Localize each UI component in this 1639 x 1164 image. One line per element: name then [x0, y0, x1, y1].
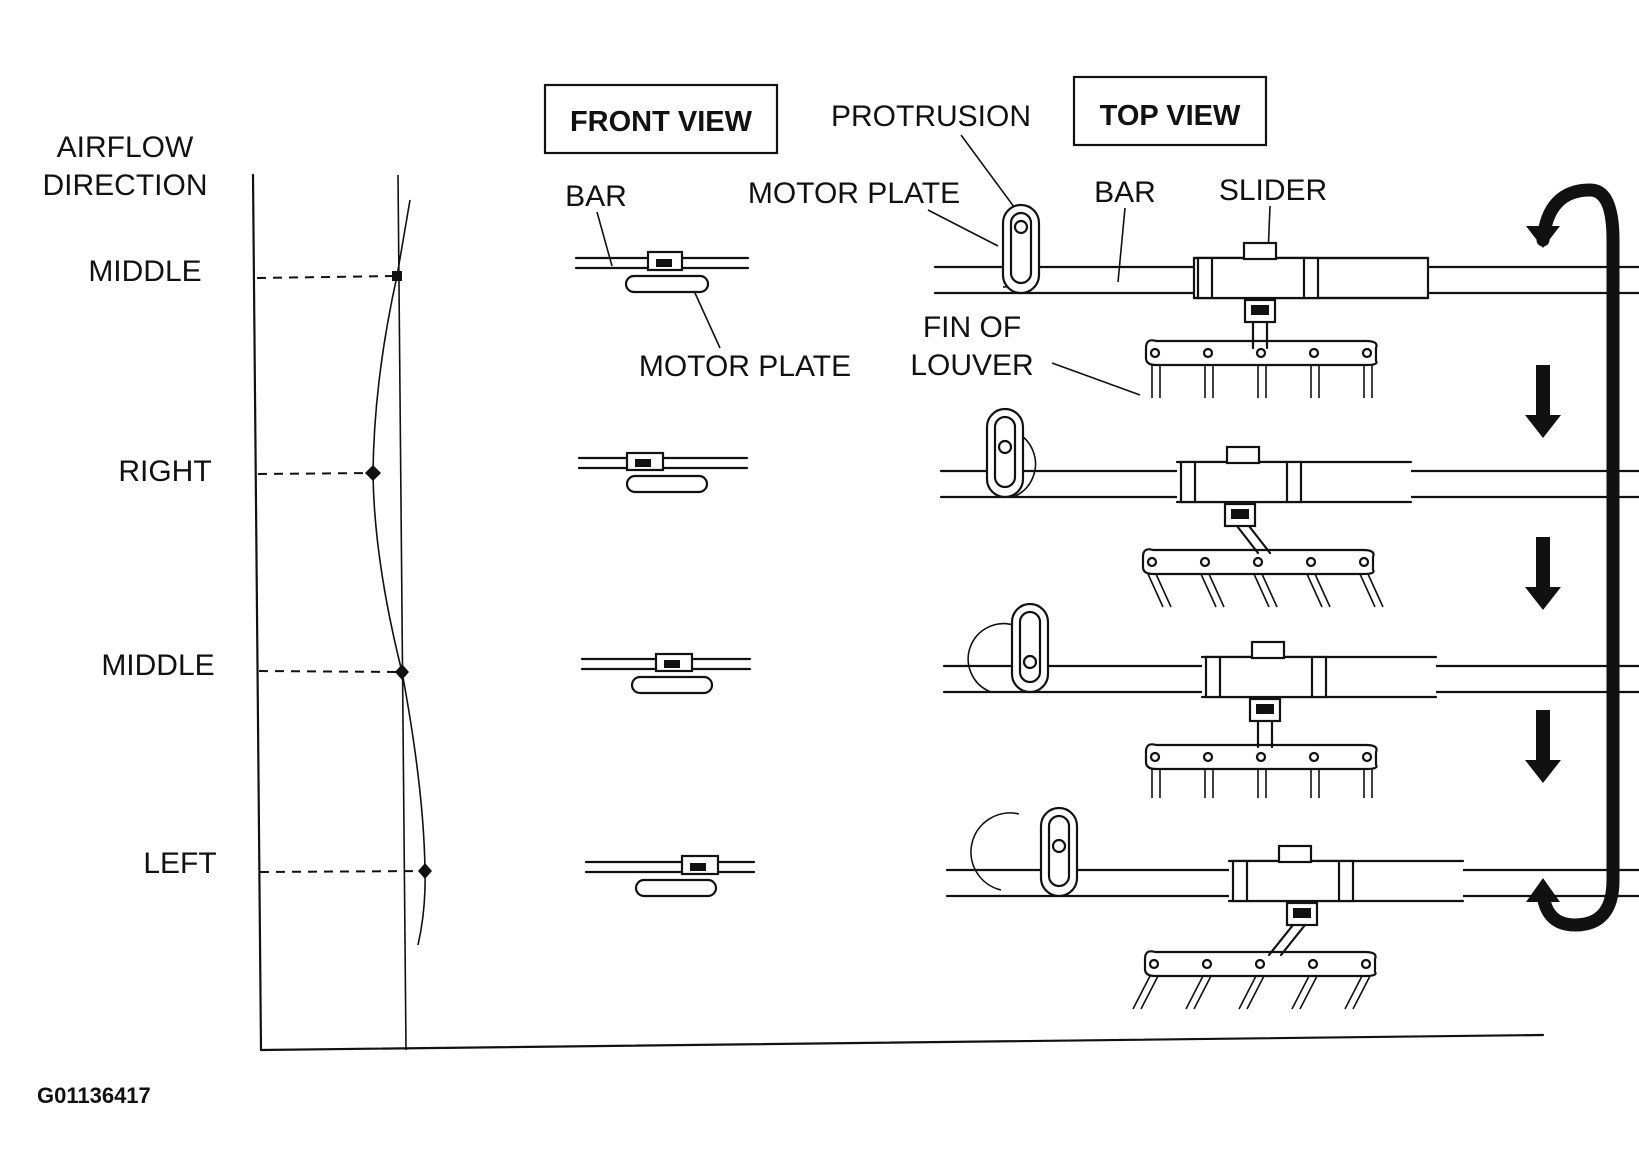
motor-plate-front-label: MOTOR PLATE	[639, 350, 851, 383]
cycle-loop-arrow	[1536, 183, 1620, 932]
fin-label-line1: FIN OF	[923, 311, 1021, 344]
top-view-box	[1072, 75, 1268, 147]
front-view-unit-3	[580, 652, 752, 695]
front-view-unit-1	[574, 250, 750, 294]
motor-plate-top-leader	[927, 209, 999, 247]
cycle-arrow-top-head	[1526, 226, 1560, 248]
marker-middle-1	[392, 271, 402, 281]
down-arrow-2-head	[1525, 587, 1561, 610]
graph-center-line	[397, 174, 407, 1051]
dashed-leader-middle-2	[258, 670, 401, 673]
marker-middle-2	[395, 664, 409, 680]
bar-top-leader	[1117, 207, 1126, 283]
cycle-arrow-bottom-head	[1526, 878, 1560, 902]
airflow-label-line1: AIRFLOW	[57, 131, 194, 164]
down-arrow-3-head	[1525, 760, 1561, 783]
front-view-box	[543, 83, 779, 155]
down-arrow-1-head	[1525, 415, 1561, 438]
down-arrow-2-shaft	[1536, 537, 1550, 589]
bar-top-label: BAR	[1094, 176, 1156, 209]
marker-left	[418, 863, 432, 879]
front-view-heading: FRONT VIEW	[570, 106, 753, 138]
down-arrow-1-shaft	[1536, 365, 1550, 417]
top-view-unit-4	[945, 806, 1639, 1010]
protrusion-label: PROTRUSION	[831, 100, 1031, 133]
down-arrow-3-shaft	[1536, 710, 1550, 762]
position-label-right: RIGHT	[118, 455, 211, 488]
top-view-heading: TOP VIEW	[1100, 100, 1241, 132]
fin-label-line2: LOUVER	[910, 349, 1033, 382]
slider-label: SLIDER	[1219, 174, 1327, 207]
motor-plate-top-label: MOTOR PLATE	[748, 177, 960, 210]
graph-horizontal-axis	[259, 1033, 1545, 1052]
fin-leader	[1051, 362, 1141, 396]
front-view-unit-2	[577, 451, 749, 494]
position-label-left: LEFT	[143, 847, 216, 880]
graph-vertical-axis	[251, 173, 263, 1052]
top-view-unit-1	[933, 203, 1639, 398]
bar-front-label: BAR	[565, 180, 627, 213]
marker-right	[365, 465, 381, 481]
airflow-graph: AIRFLOW DIRECTION MIDDLE RIGHT MIDDLE LE…	[43, 131, 1545, 1052]
position-label-middle-2: MIDDLE	[101, 649, 214, 682]
top-view-unit-3	[942, 602, 1639, 798]
front-view-unit-4	[584, 854, 756, 898]
airflow-label-line2: DIRECTION	[43, 169, 208, 202]
top-view-unit-2	[939, 407, 1639, 608]
protrusion-leader	[960, 134, 1021, 216]
dashed-leader-right	[257, 472, 374, 475]
figure-code: G01136417	[37, 1083, 151, 1108]
sequence-arrows	[1525, 183, 1620, 932]
dashed-leader-left	[259, 870, 425, 873]
dashed-leader-middle-1	[256, 275, 398, 279]
position-label-middle-1: MIDDLE	[88, 255, 201, 288]
